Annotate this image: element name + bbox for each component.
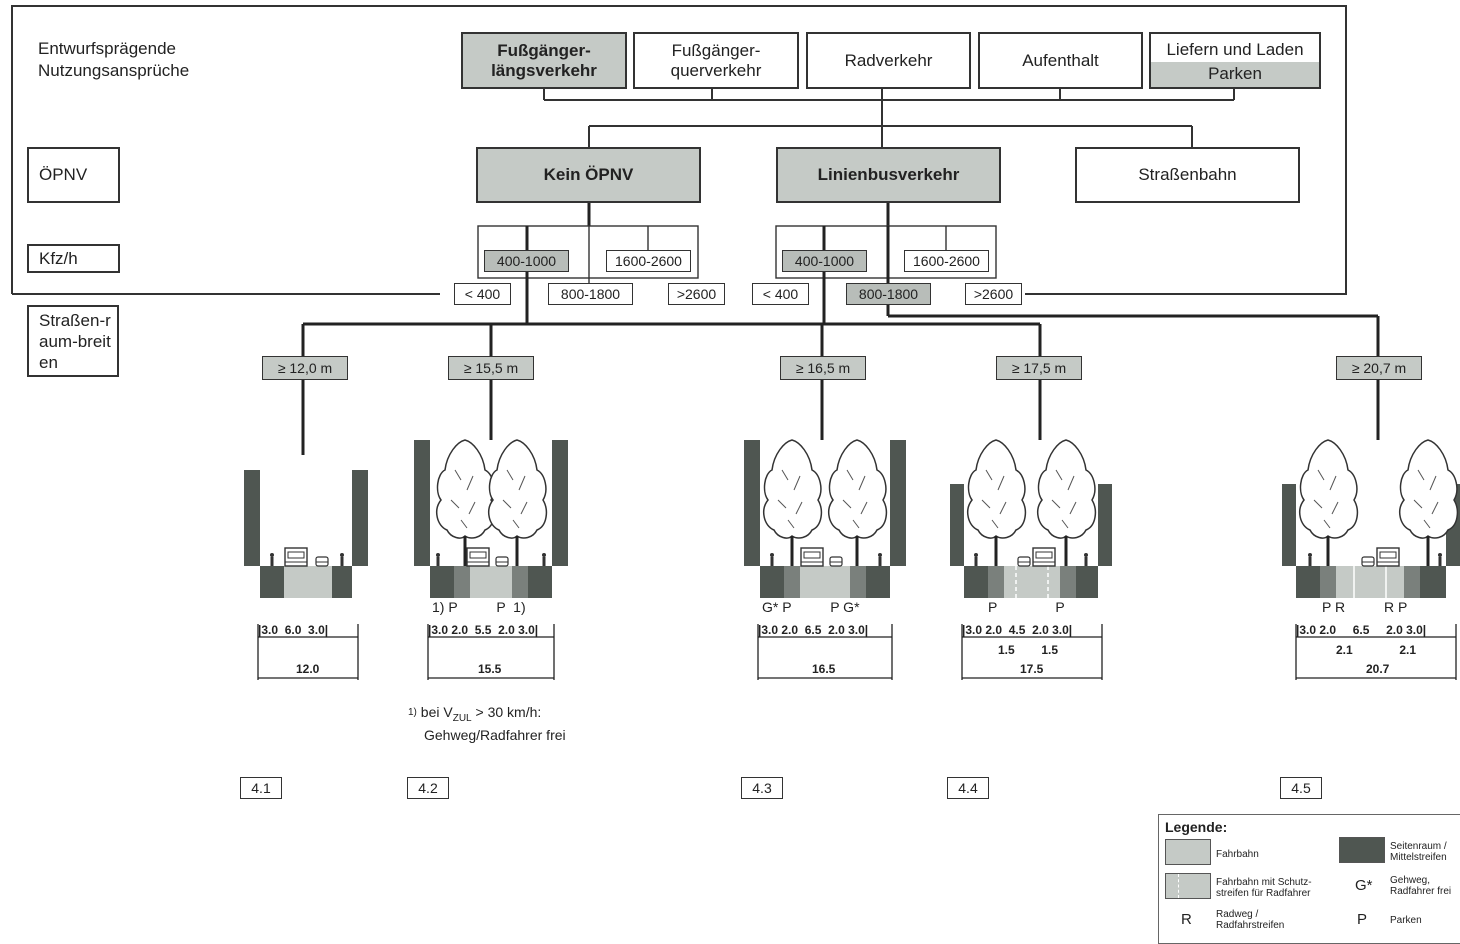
section-4-3 xyxy=(744,438,906,598)
letters-4-3: G* P P G* xyxy=(762,599,860,615)
oepnv-kein: Kein ÖPNV xyxy=(476,147,701,203)
nutzung-radverkehr: Radverkehr xyxy=(806,32,971,89)
total-4-5: 20.7 xyxy=(1366,662,1390,676)
width-4-4: ≥ 17,5 m xyxy=(996,356,1082,380)
width-4-2: ≥ 15,5 m xyxy=(448,356,534,380)
section-number-4-3: 4.3 xyxy=(741,777,783,799)
legend-symbol-g: G* xyxy=(1355,877,1373,894)
legend-text-p: Parken xyxy=(1390,915,1422,926)
oepnv-linienbus: Linienbusverkehr xyxy=(776,147,1001,203)
section-4-5 xyxy=(1282,438,1460,598)
total-4-3: 16.5 xyxy=(812,662,836,676)
kfz-left-lt400: < 400 xyxy=(454,283,511,305)
kfz-left-1600-2600: 1600-2600 xyxy=(606,250,691,272)
section-4-1 xyxy=(244,470,368,598)
kfz-right-800-1800: 800-1800 xyxy=(846,283,931,305)
dimension-lines xyxy=(257,624,1457,680)
legend-text-schutz: Fahrbahn mit Schutz-streifen für Radfahr… xyxy=(1216,877,1312,899)
legend-text-g: Gehweg, Radfahrer frei xyxy=(1390,875,1452,897)
dims-4-4: |3.0 2.0 4.5 2.0 3.0| xyxy=(962,623,1073,637)
section-number-4-2: 4.2 xyxy=(407,777,449,799)
kfz-right-1600-2600: 1600-2600 xyxy=(904,250,989,272)
dims-4-5: |3.0 2.0 6.5 2.0 3.0| xyxy=(1296,623,1427,637)
legend-swatch-fahrbahn xyxy=(1165,839,1211,865)
nutzung-label: Entwurfsprägende Nutzungsansprüche xyxy=(38,39,190,80)
footnote: 1) bei VZUL > 30 km/h: Gehweg/Radfahrer … xyxy=(408,704,566,743)
dims-4-3: |3.0 2.0 6.5 2.0 3.0| xyxy=(758,623,869,637)
oepnv-strassenbahn: Straßenbahn xyxy=(1075,147,1300,203)
letters-4-2: 1) P P 1) xyxy=(432,599,526,615)
legend-symbol-r: R xyxy=(1181,911,1192,928)
kfz-left-gt2600: >2600 xyxy=(668,283,725,305)
kfz-right-gt2600: >2600 xyxy=(965,283,1022,305)
nutzung-liefern-parken: Liefern und Laden Parken xyxy=(1149,32,1321,89)
section-4-2 xyxy=(414,438,568,598)
subdims-4-5: 2.1 2.1 xyxy=(1336,643,1417,657)
section-number-4-5: 4.5 xyxy=(1280,777,1322,799)
breiten-label: Straßen-raum-breiten xyxy=(27,305,119,377)
kfz-label: Kfz/h xyxy=(27,244,120,273)
dims-4-1: |3.0 6.0 3.0| xyxy=(258,623,329,637)
legend-swatch-schutz xyxy=(1165,873,1211,899)
legend-text-fahrbahn: Fahrbahn xyxy=(1216,849,1259,860)
letters-4-4: P P xyxy=(988,599,1065,615)
width-4-3: ≥ 16,5 m xyxy=(780,356,866,380)
nutzung-fussgaenger-quer: Fußgänger-querverkehr xyxy=(633,32,799,89)
kfz-left-400-1000: 400-1000 xyxy=(484,250,569,272)
total-4-4: 17.5 xyxy=(1020,662,1044,676)
width-4-1: ≥ 12,0 m xyxy=(262,356,348,380)
legend: Legende: Fahrbahn Fahrbahn mit Schutz-st… xyxy=(1158,814,1460,944)
section-number-4-4: 4.4 xyxy=(947,777,989,799)
nutzung-fussgaenger-laengs: Fußgänger-längsverkehr xyxy=(461,32,627,89)
legend-text-r: Radweg / Radfahrstreifen xyxy=(1216,909,1285,931)
width-4-5: ≥ 20,7 m xyxy=(1336,356,1422,380)
kfz-left-800-1800: 800-1800 xyxy=(548,283,633,305)
total-4-1: 12.0 xyxy=(296,662,320,676)
oepnv-label: ÖPNV xyxy=(27,147,120,203)
legend-text-seitenraum: Seitenraum / Mittelstreifen xyxy=(1390,841,1447,863)
subdims-4-4: 1.5 1.5 xyxy=(998,643,1059,657)
kfz-right-lt400: < 400 xyxy=(752,283,809,305)
section-4-4 xyxy=(950,438,1112,598)
section-number-4-1: 4.1 xyxy=(240,777,282,799)
legend-swatch-seitenraum xyxy=(1339,837,1385,863)
kfz-right-400-1000: 400-1000 xyxy=(782,250,867,272)
total-4-2: 15.5 xyxy=(478,662,502,676)
nutzung-aufenthalt: Aufenthalt xyxy=(978,32,1143,89)
dims-4-2: |3.0 2.0 5.5 2.0 3.0| xyxy=(428,623,539,637)
legend-title: Legende: xyxy=(1165,819,1228,835)
letters-4-5: P R R P xyxy=(1322,599,1408,615)
legend-symbol-p: P xyxy=(1357,911,1368,928)
